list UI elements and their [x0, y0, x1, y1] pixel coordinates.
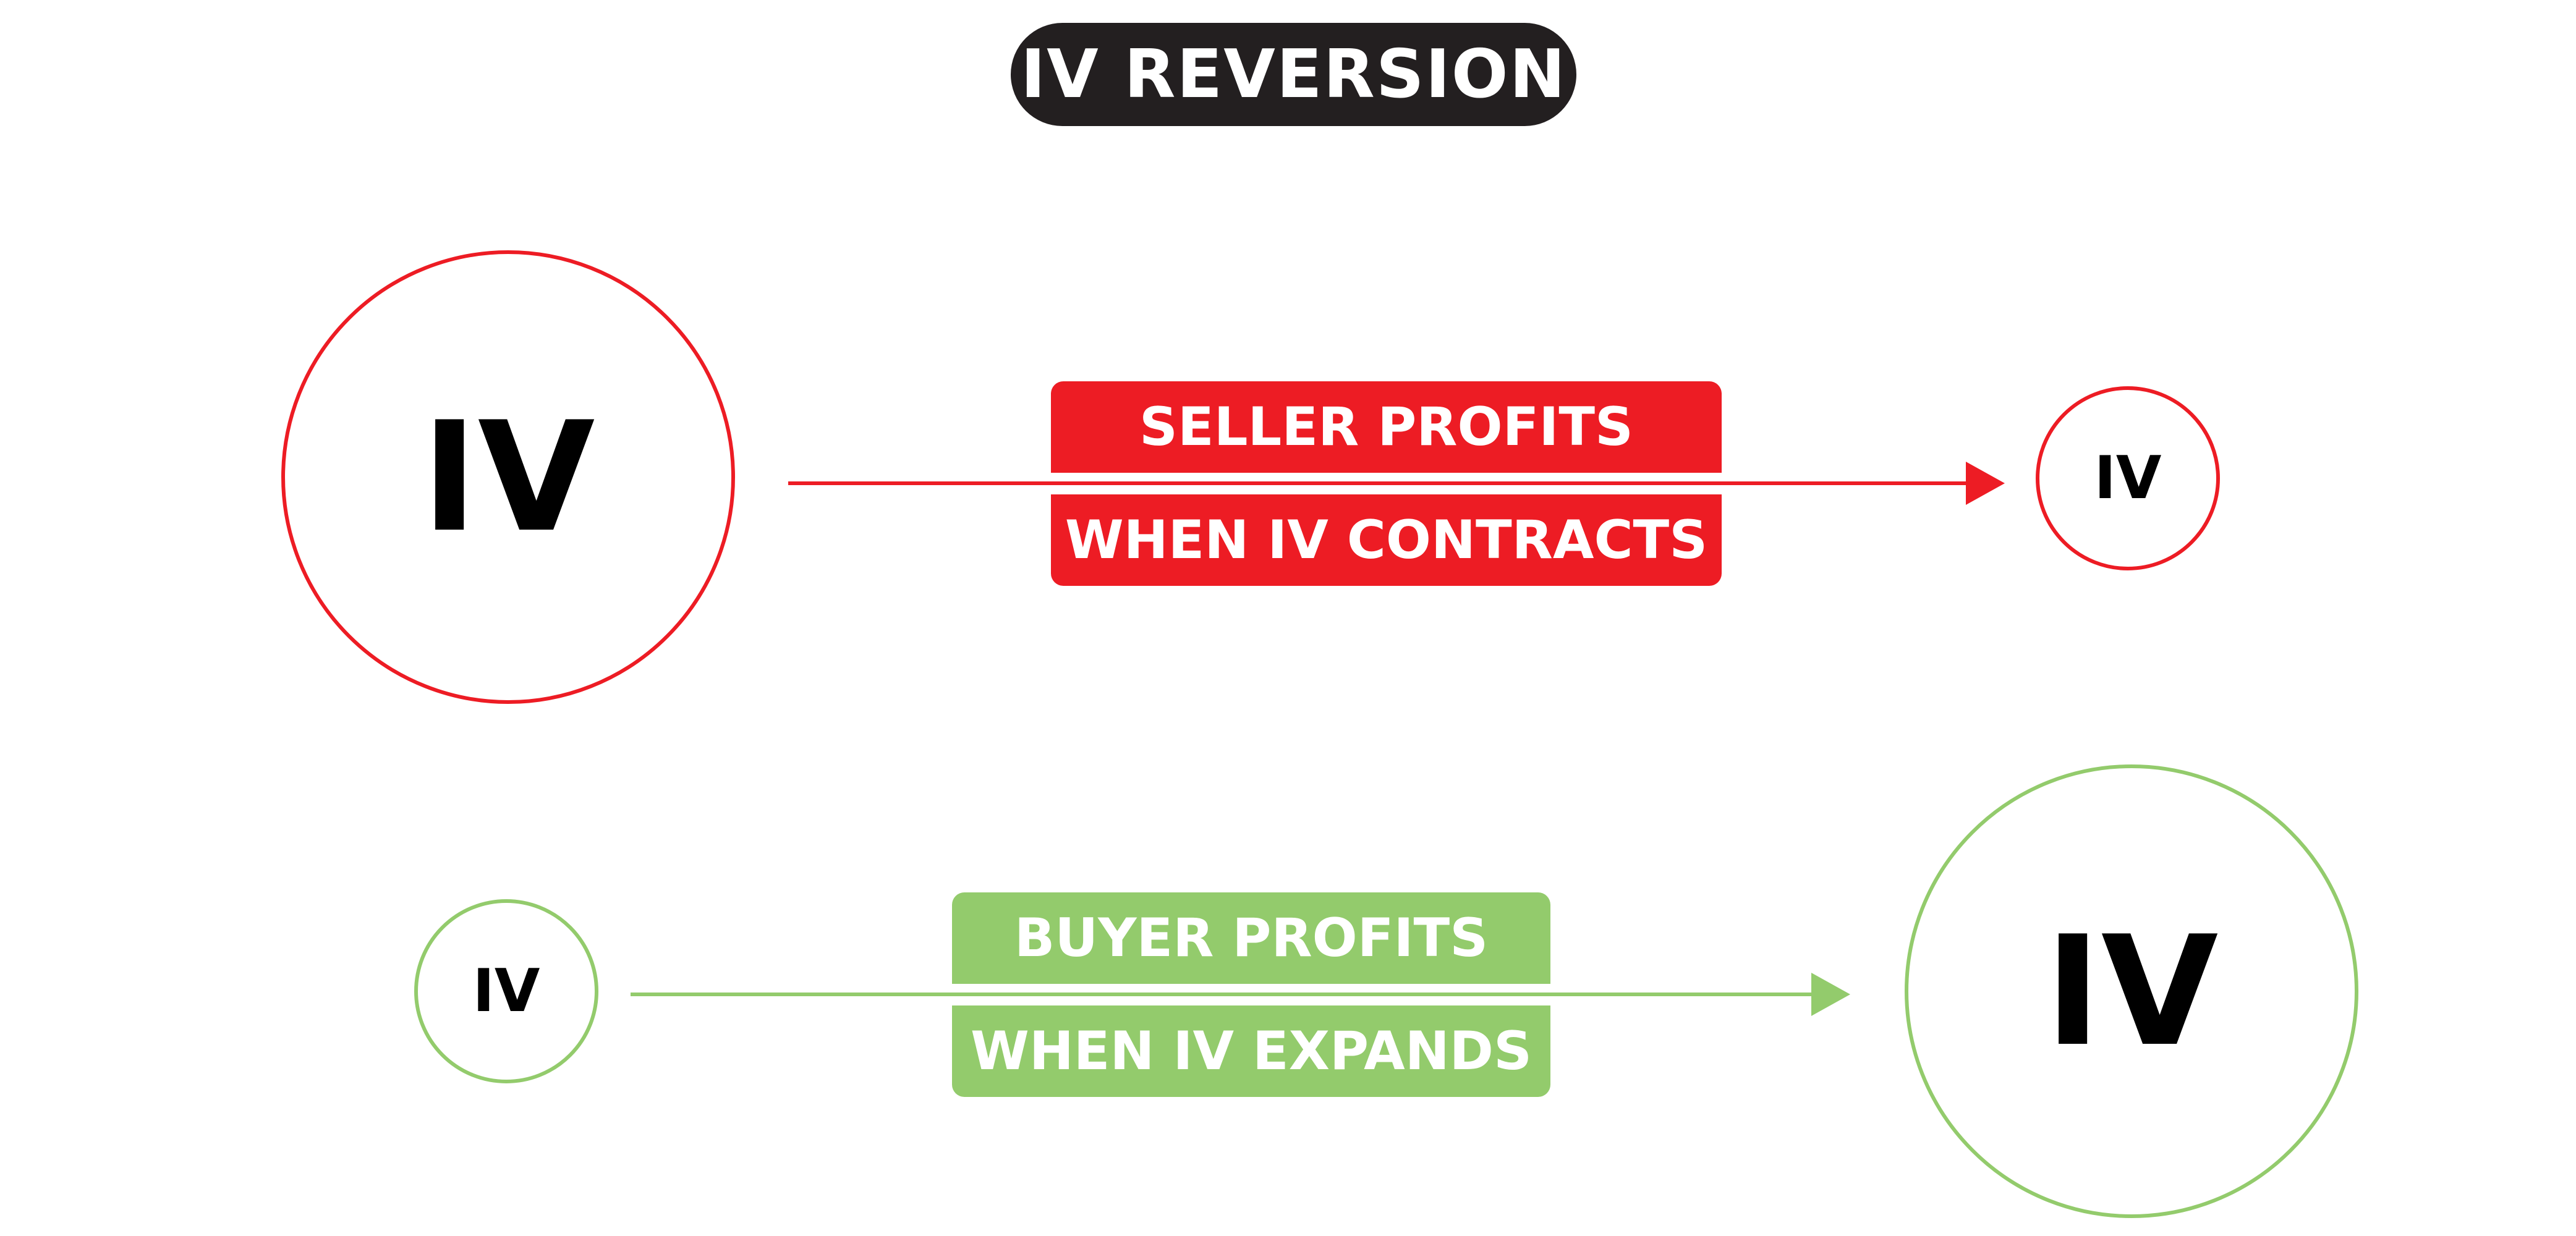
when-iv-contracts-banner: WHEN IV CONTRACTS	[1051, 494, 1722, 586]
iv-small-label-red: IV	[2094, 444, 2162, 512]
when-iv-expands-banner: WHEN IV EXPANDS	[952, 1005, 1550, 1097]
iv-large-circle-red: IV	[281, 250, 735, 704]
iv-large-label-red: IV	[421, 389, 595, 565]
iv-small-label-green: IV	[472, 957, 540, 1025]
iv-large-circle-green: IV	[1905, 764, 2358, 1218]
iv-small-circle-red: IV	[2036, 386, 2220, 570]
seller-profits-banner: SELLER PROFITS	[1051, 381, 1722, 473]
red-arrow-head	[1966, 462, 2005, 505]
buyer-profits-banner: BUYER PROFITS	[952, 892, 1550, 984]
green-arrow-head	[1811, 973, 1850, 1016]
iv-large-label-green: IV	[2044, 903, 2219, 1080]
diagram-title: IV REVERSION	[1011, 23, 1576, 126]
iv-small-circle-green: IV	[414, 899, 598, 1083]
